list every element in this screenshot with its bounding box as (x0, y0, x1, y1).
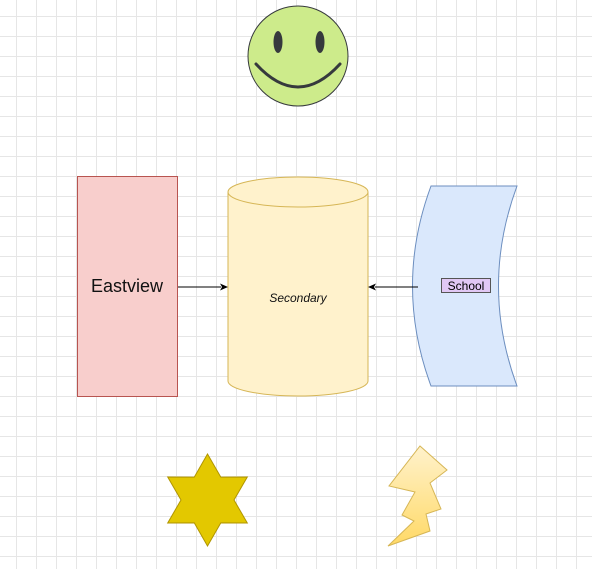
cylinder-top (227, 176, 369, 208)
arrowhead-icon (220, 283, 228, 291)
lightning-bolt-shape[interactable] (387, 445, 448, 547)
smiley-face-shape[interactable] (247, 5, 349, 107)
arrowhead-icon (368, 283, 376, 291)
secondary-label: Secondary (269, 291, 327, 305)
six-point-star-shape[interactable] (166, 452, 249, 548)
cylinder-body (227, 192, 369, 397)
secondary-cylinder[interactable] (227, 176, 369, 397)
smiley-left-eye (273, 31, 283, 53)
eastview-label: Eastview (90, 276, 164, 296)
eastview-box[interactable] (77, 176, 178, 397)
smiley-head (247, 5, 349, 107)
school-label: School (441, 278, 491, 293)
smiley-right-eye (315, 31, 325, 53)
connectors (178, 283, 418, 291)
smiley-mouth (254, 62, 342, 89)
